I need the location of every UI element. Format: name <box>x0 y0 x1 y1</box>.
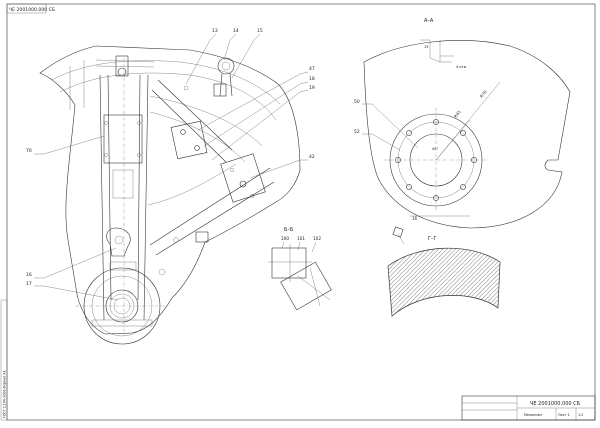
eyebolt-nut <box>213 83 227 97</box>
dim-label: 15 <box>424 45 429 49</box>
callout-label: 50 <box>354 99 360 105</box>
top-stamp-box <box>6 3 47 14</box>
callout-label: 70 <box>26 148 32 154</box>
section-bb-block-top <box>271 247 307 279</box>
drawing-title: Механизм <box>524 413 542 417</box>
claw-pin <box>114 235 124 245</box>
callout-label: 13 <box>212 28 218 34</box>
diagonal-strut-lower <box>149 167 275 256</box>
dim-label: 16 <box>412 216 418 221</box>
dim-label: 45° <box>432 147 439 151</box>
arc-band-1 <box>51 60 281 105</box>
section-gg-view: Г–Г <box>387 226 501 317</box>
left-margin-text: ГОСТ 2.104–2006 Формат А1 <box>3 370 7 418</box>
eyebolt-shank <box>219 73 233 97</box>
hub-base-plate <box>91 319 153 327</box>
callout-label: 101 <box>297 236 305 241</box>
housing-outline <box>39 45 301 335</box>
section-bb-leaders <box>281 241 317 253</box>
plate-upper <box>170 120 208 160</box>
callout-label: 47 <box>309 66 315 72</box>
title-block: ЧЕ 2001000.000 СБ Механизм Лист 1 1:2 <box>461 395 596 421</box>
diagonal-strut-upper <box>151 79 233 163</box>
eyebolt-ring-inner <box>221 61 231 71</box>
section-gg-title: Г–Г <box>428 236 437 242</box>
eyebolt-ring <box>217 57 235 75</box>
plate-hole-2 <box>194 145 200 151</box>
sheet-frame <box>6 3 596 421</box>
callout-labels-main: 13 14 15 47 18 19 42 70 16 17 <box>26 28 315 287</box>
flange-bore <box>409 133 463 187</box>
claw <box>106 227 131 257</box>
section-bb-title: Б–Б <box>284 227 294 233</box>
arc-segment <box>387 247 501 317</box>
scale-label: 1:2 <box>578 413 583 417</box>
view-aa-slot <box>420 39 441 63</box>
left-margin-stamp <box>0 299 8 421</box>
claw-block <box>109 261 137 271</box>
arc-fitting-nut <box>392 226 404 238</box>
side-lines <box>69 60 85 110</box>
callout-label: 100 <box>281 236 289 241</box>
dim-label: 4 отв. <box>456 65 467 69</box>
slider-block <box>103 114 143 164</box>
view-aa-title: А–А <box>424 18 434 24</box>
top-stamp-text: ЧЕ 2001000.000 СБ <box>9 7 55 13</box>
slider-slot <box>112 169 134 199</box>
section-bb-view: Б–Б 100 101 102 <box>268 227 332 311</box>
arc-band-2 <box>59 72 277 121</box>
callout-label: 16 <box>26 272 32 278</box>
callout-label: 52 <box>354 129 360 135</box>
pivot-pin <box>183 85 189 91</box>
vertical-rail-inner <box>107 74 141 301</box>
callout-label: 19 <box>309 85 315 91</box>
callout-label: 15 <box>257 28 263 34</box>
main-assembly-view <box>39 45 301 345</box>
flange-centerlines <box>384 108 488 212</box>
view-aa-outline <box>363 40 571 229</box>
bolt-1 <box>104 121 108 125</box>
arc-band-4 <box>149 111 246 163</box>
flange-bolt-holes <box>395 119 477 201</box>
bolt-3 <box>104 153 108 157</box>
link-arc <box>147 163 237 206</box>
plate-middle-bolt-1 <box>230 168 234 172</box>
vertical-rail-outer <box>99 74 149 321</box>
leader-lines-main <box>34 33 309 301</box>
callout-label: 14 <box>233 28 239 34</box>
drawing-number: ЧЕ 2001000.000 СБ <box>530 401 581 407</box>
sheet-label: Лист 1 <box>558 413 570 417</box>
small-bracket <box>195 231 209 243</box>
small-pin <box>158 268 166 276</box>
section-bb-block-bottom <box>280 261 332 311</box>
callout-label: 18 <box>309 76 315 82</box>
plate-hole-1 <box>180 129 186 135</box>
radius-dims <box>435 81 501 161</box>
bolt-4 <box>137 153 141 157</box>
view-aa: А–А R70 R45 15 4 отв. 45° 50 52 16 <box>354 18 571 229</box>
plate-middle-hole <box>239 180 247 188</box>
callout-label: 17 <box>26 281 32 287</box>
arc-fitting <box>397 233 405 245</box>
dim-label: R45 <box>453 109 462 119</box>
flange-outer <box>389 113 483 207</box>
top-fitting-eye <box>117 67 127 77</box>
small-pin-2 <box>173 237 179 243</box>
callout-label: 42 <box>309 154 315 160</box>
dim-label: R70 <box>479 89 488 99</box>
plate-middle <box>220 153 266 203</box>
top-crossbar <box>95 59 155 68</box>
callout-label: 102 <box>313 236 321 241</box>
plate-middle-bolt-2 <box>250 194 254 198</box>
bolt-2 <box>137 121 141 125</box>
top-fitting <box>115 55 129 77</box>
arc-band-3 <box>149 95 263 147</box>
